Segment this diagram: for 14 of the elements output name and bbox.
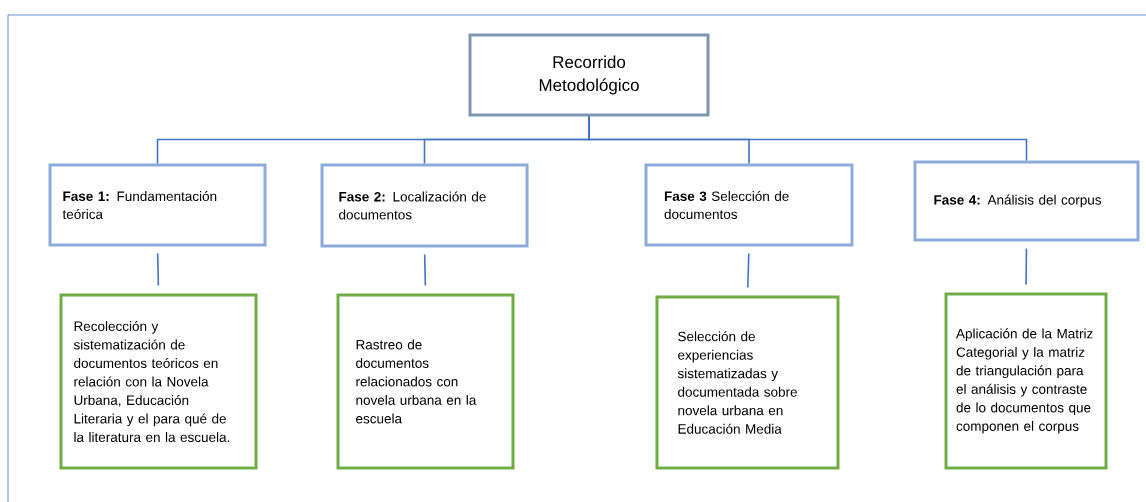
phase-box: Fase 2: Localización de documentos	[320, 163, 529, 248]
phase-box: Fase 1: Fundamentación teórica	[48, 163, 267, 247]
title-box: Recorrido Metodológico	[468, 33, 710, 117]
connector-line	[423, 253, 427, 287]
detail-box: Aplicación de la Matriz Categorial y la matriz de triangulación para el análisis y contraste de lo documentos que componen el corpus	[944, 292, 1108, 470]
connector-line	[1025, 247, 1028, 286]
detail-box: Rastreo de documentos relacionados con novela urbana en la escuela	[336, 293, 515, 470]
connector-line	[588, 115, 1028, 162]
phase-box: Fase 4: Análisis del corpus	[913, 160, 1140, 242]
phase-box: Fase 3 Selección de documentos	[644, 163, 854, 247]
connector-line	[156, 252, 160, 287]
detail-box: Selección de experiencias sistematizadas y documentada sobre novela urbana en Educación Media	[655, 295, 840, 470]
connector-line	[746, 252, 750, 289]
detail-box: Recolección y sistematización de documentos teóricos en relación con la Novela Urbana, Educación Literaria y el para qué de la literatura en la escuela.	[59, 293, 258, 470]
